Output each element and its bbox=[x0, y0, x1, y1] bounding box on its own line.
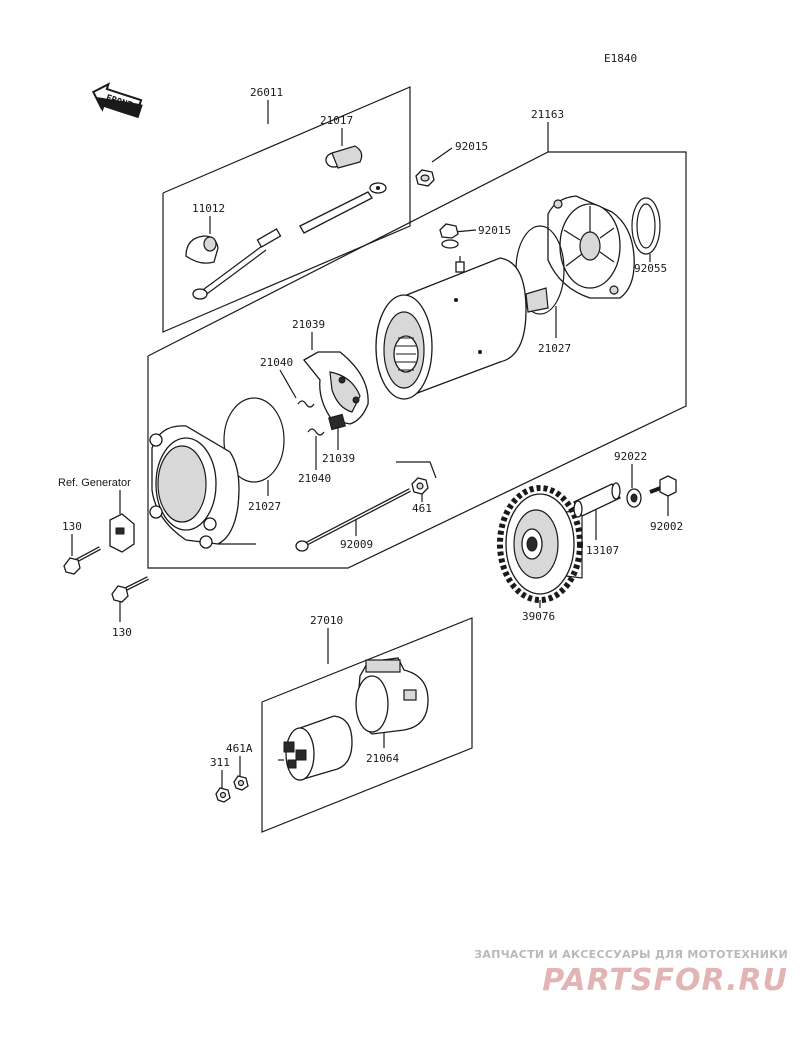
ref-generator-label: Ref. Generator bbox=[58, 477, 131, 489]
leader-21040-a bbox=[279, 369, 297, 399]
lead-wire bbox=[192, 228, 282, 300]
label-92055: 92055 bbox=[634, 262, 667, 275]
o-ring-21027-left bbox=[223, 397, 285, 483]
diagram-code: E1840 bbox=[604, 52, 637, 65]
label-92002: 92002 bbox=[650, 520, 683, 533]
bolt-92002 bbox=[649, 475, 677, 497]
generator-bracket bbox=[109, 513, 135, 553]
label-311: 311 bbox=[210, 756, 230, 769]
washer-92022 bbox=[626, 488, 642, 508]
label-21163: 21163 bbox=[531, 108, 564, 121]
label-92015-a: 92015 bbox=[455, 140, 488, 153]
terminal-cap-21017 bbox=[325, 145, 363, 169]
bolt-130-b bbox=[111, 576, 149, 603]
leader-92015-a bbox=[431, 147, 453, 163]
front-arrow-icon: FRONT bbox=[91, 82, 143, 119]
motor-yoke bbox=[375, 256, 549, 400]
starter-relay bbox=[278, 715, 353, 781]
nut-92015-b bbox=[439, 223, 459, 249]
label-27010: 27010 bbox=[310, 614, 343, 627]
bolt-130-a bbox=[63, 546, 101, 575]
watermark: ЗАПЧАСТИ И АКСЕССУАРЫ ДЛЯ МОТОТЕХНИКИ PA… bbox=[468, 948, 788, 998]
label-11012: 11012 bbox=[192, 202, 225, 215]
label-21064: 21064 bbox=[366, 752, 399, 765]
spring-21040-b bbox=[307, 428, 325, 436]
label-21027-b: 21027 bbox=[538, 342, 571, 355]
front-cover bbox=[547, 195, 635, 299]
label-92015-b: 92015 bbox=[478, 224, 511, 237]
label-21039-b: 21039 bbox=[322, 452, 355, 465]
shaft-13107 bbox=[573, 482, 621, 518]
label-13107: 13107 bbox=[586, 544, 619, 557]
nut-311 bbox=[215, 787, 231, 803]
bracket-461 bbox=[396, 461, 437, 479]
cable-21017 bbox=[299, 182, 387, 234]
label-21039-a: 21039 bbox=[292, 318, 325, 331]
relay-cover-21064 bbox=[355, 657, 429, 735]
nut-461 bbox=[411, 477, 429, 495]
label-92009: 92009 bbox=[340, 538, 373, 551]
box-27010-outline bbox=[261, 617, 473, 833]
watermark-caption: ЗАПЧАСТИ И АКСЕССУАРЫ ДЛЯ МОТОТЕХНИКИ bbox=[474, 948, 788, 961]
spring-21040-a bbox=[297, 400, 315, 408]
o-ring-92055 bbox=[631, 197, 661, 255]
label-39076: 39076 bbox=[522, 610, 555, 623]
label-21040-b: 21040 bbox=[298, 472, 331, 485]
label-26011: 26011 bbox=[250, 86, 283, 99]
label-21040-a: 21040 bbox=[260, 356, 293, 369]
label-92022: 92022 bbox=[614, 450, 647, 463]
boot-11012 bbox=[185, 235, 219, 264]
rear-end-cover bbox=[149, 425, 256, 549]
watermark-brand: PARTSFOR.RU bbox=[542, 963, 788, 998]
label-130-b: 130 bbox=[112, 626, 132, 639]
brush-holder bbox=[303, 351, 369, 431]
label-461A: 461A bbox=[226, 742, 253, 755]
label-461: 461 bbox=[412, 502, 432, 515]
box-26011-outline bbox=[162, 86, 411, 333]
nut-461A bbox=[233, 775, 249, 791]
through-bolt-92009 bbox=[295, 488, 411, 552]
label-21017: 21017 bbox=[320, 114, 353, 127]
label-130-a: 130 bbox=[62, 520, 82, 533]
nut-92015-a bbox=[415, 169, 435, 187]
label-21027-a: 21027 bbox=[248, 500, 281, 513]
idle-gear-39076 bbox=[497, 485, 583, 603]
